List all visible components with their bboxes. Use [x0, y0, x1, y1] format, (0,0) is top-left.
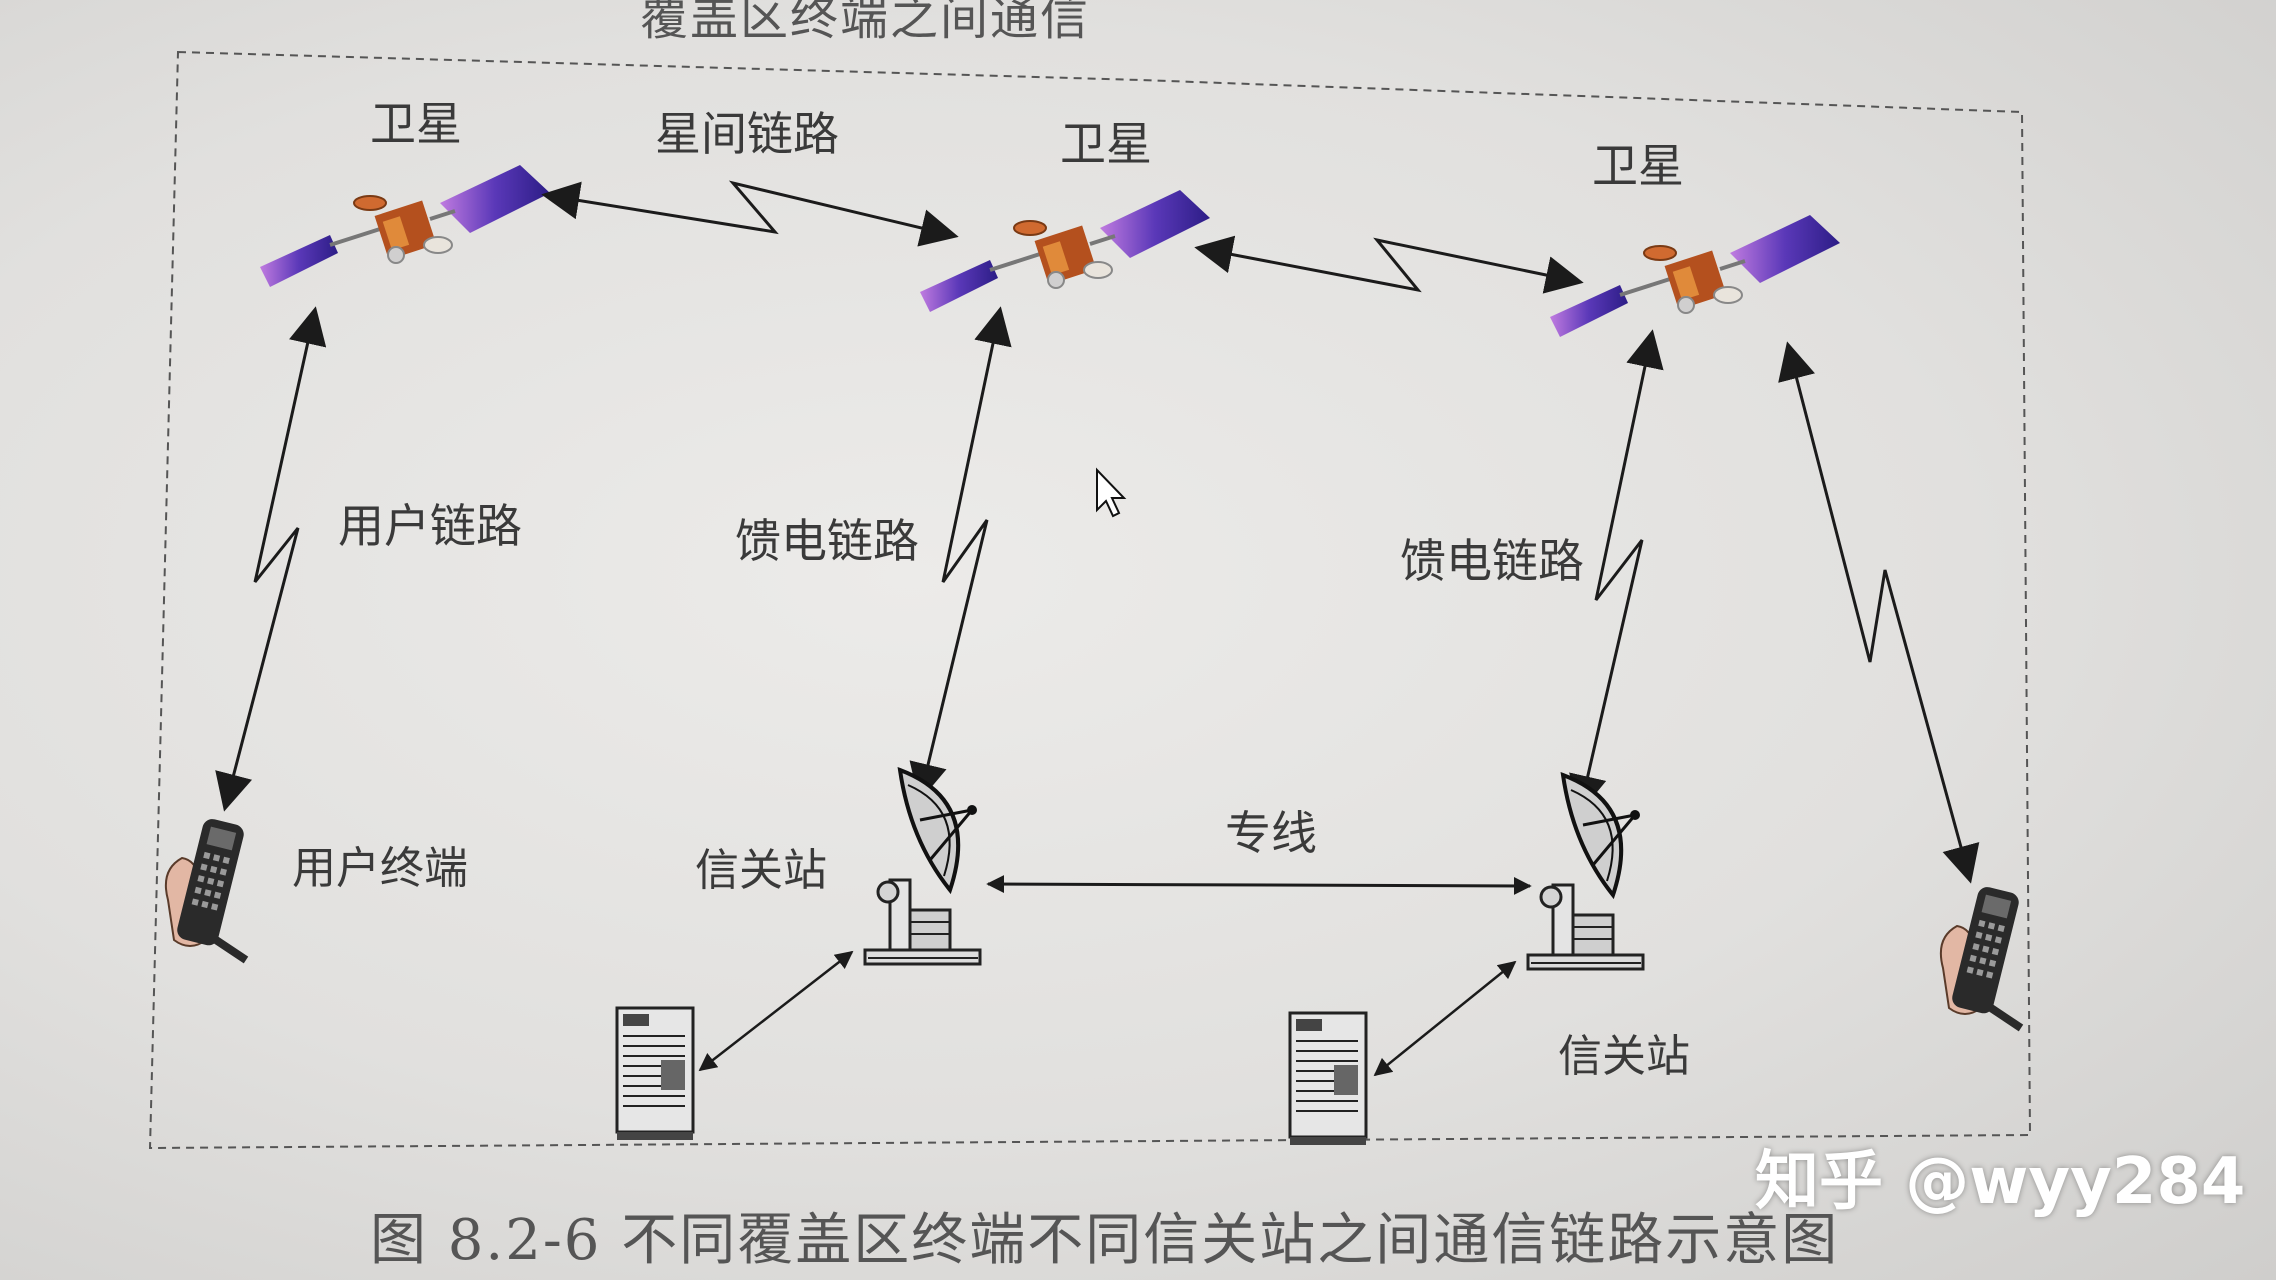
server-icon — [1288, 1011, 1368, 1147]
mobile-phone-icon — [166, 817, 246, 960]
satellite-label: 卫星 — [370, 97, 462, 151]
server-icon — [615, 1006, 695, 1142]
dish-antenna-icon — [863, 768, 982, 966]
feeder-link-label: 馈电链路 — [735, 514, 919, 568]
dedicated-line-label: 专线 — [1225, 806, 1317, 860]
feeder-link — [1569, 329, 1664, 814]
figure-caption: 图 8.2-6 不同覆盖区终端不同信关站之间通信链路示意图 — [370, 1208, 1840, 1273]
user-link — [1778, 341, 1980, 884]
feeder-link-label: 馈电链路 — [1400, 534, 1584, 588]
satellite-icon — [918, 188, 1212, 314]
satellite-icon — [258, 163, 552, 289]
watermark: 知乎 @wyy284 — [1755, 1145, 2246, 1219]
dedicated-line — [986, 875, 1532, 895]
gateway-label: 信关站 — [1558, 1031, 1690, 1082]
mobile-phone-icon — [1941, 885, 2021, 1028]
gateway-label: 信关站 — [695, 845, 827, 896]
server-link — [1373, 960, 1517, 1077]
dashed-frame — [148, 50, 2032, 1150]
user-link-label: 用户链路 — [338, 499, 522, 553]
satellite-label: 卫星 — [1060, 117, 1152, 171]
server-link — [698, 950, 854, 1072]
user-terminal-label: 用户终端 — [292, 843, 468, 894]
satellite-icon — [1548, 213, 1842, 339]
inter-satellite-link — [1194, 235, 1584, 294]
inter-satellite-link-label: 星间链路 — [655, 107, 839, 161]
user-link — [215, 306, 327, 812]
header-text: 覆盖区终端之间通信 — [640, 0, 1091, 46]
inter-satellite-link — [541, 180, 959, 247]
dish-antenna-icon — [1526, 773, 1645, 971]
satellite-label: 卫星 — [1592, 139, 1684, 193]
mouse-cursor-icon — [1096, 467, 1127, 518]
feeder-link — [909, 306, 1012, 802]
